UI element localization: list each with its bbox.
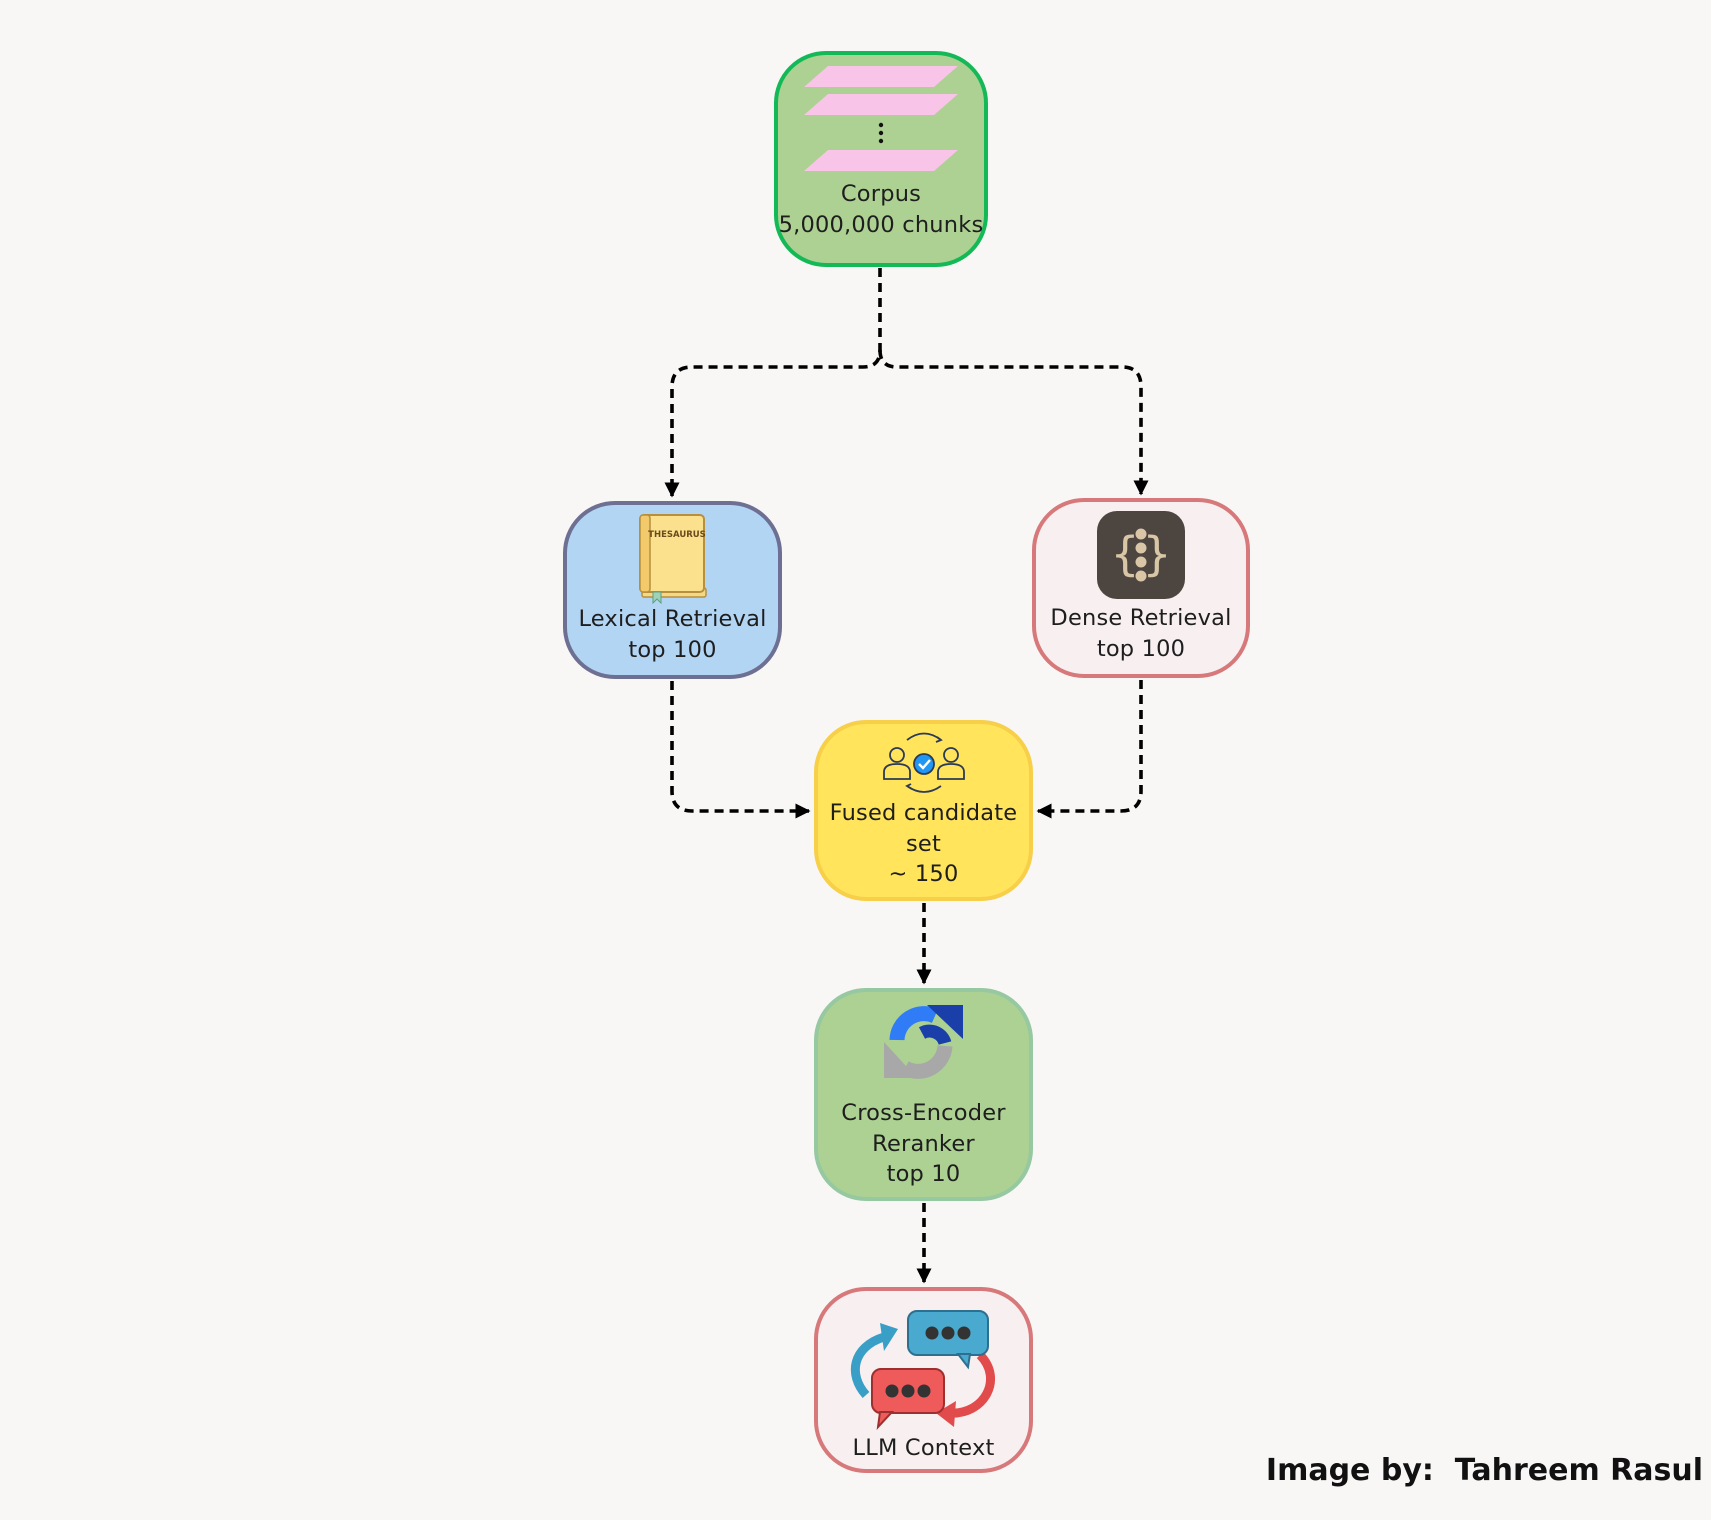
fused-candidate-count: ~ 150: [888, 861, 959, 887]
corpus-title: Corpus: [840, 181, 922, 207]
thesaurus-book-icon: THESAURUS: [638, 514, 707, 604]
reranker-title: Cross-Encoder: [841, 1100, 1006, 1126]
dense-retrieval-title: Dense Retrieval: [1050, 605, 1232, 631]
image-credit: Image by: Tahreem Rasul: [1265, 1453, 1703, 1488]
curly-braces-icon: { }: [1097, 511, 1185, 599]
refresh-arrows-icon: [883, 1005, 963, 1079]
svg-text:}: }: [1142, 527, 1171, 581]
llm-context-title: LLM Context: [852, 1435, 995, 1461]
llm-context-node[interactable]: LLM Context: [814, 1287, 1033, 1473]
reranker-node[interactable]: Cross-Encoder Reranker top 10: [814, 988, 1033, 1201]
connector-lexical-to-fused: [670, 681, 811, 819]
lexical-retrieval-title: Lexical Retrieval: [578, 606, 767, 632]
connector-corpus-to-dense: [878, 349, 1149, 496]
chat-bubbles-icon: [850, 1310, 995, 1430]
svg-text:{: {: [1110, 527, 1139, 581]
corpus-node[interactable]: Corpus 5,000,000 chunks: [774, 51, 988, 267]
lexical-retrieval-node[interactable]: THESAURUS Lexical Retrieval top 100: [563, 501, 782, 679]
fused-candidate-title-cont: set: [906, 830, 941, 857]
reranker-title-cont: Reranker: [872, 1130, 975, 1157]
fused-candidate-title: Fused candidate: [829, 800, 1018, 826]
reranker-count: top 10: [886, 1161, 961, 1187]
document-stack-icon: [804, 66, 958, 171]
thesaurus-icon-text: THESAURUS: [648, 530, 706, 540]
lexical-retrieval-count: top 100: [628, 636, 717, 663]
people-merge-icon: [882, 732, 965, 793]
dense-retrieval-count: top 100: [1096, 635, 1186, 662]
fused-candidate-node[interactable]: Fused candidate set ~ 150: [814, 720, 1033, 901]
connector-corpus-to-lexical: [664, 268, 882, 498]
corpus-count: 5,000,000 chunks: [778, 211, 984, 238]
dense-retrieval-node[interactable]: { } Dense Retrieval top 100: [1032, 498, 1250, 678]
connector-dense-to-fused: [1036, 680, 1143, 819]
